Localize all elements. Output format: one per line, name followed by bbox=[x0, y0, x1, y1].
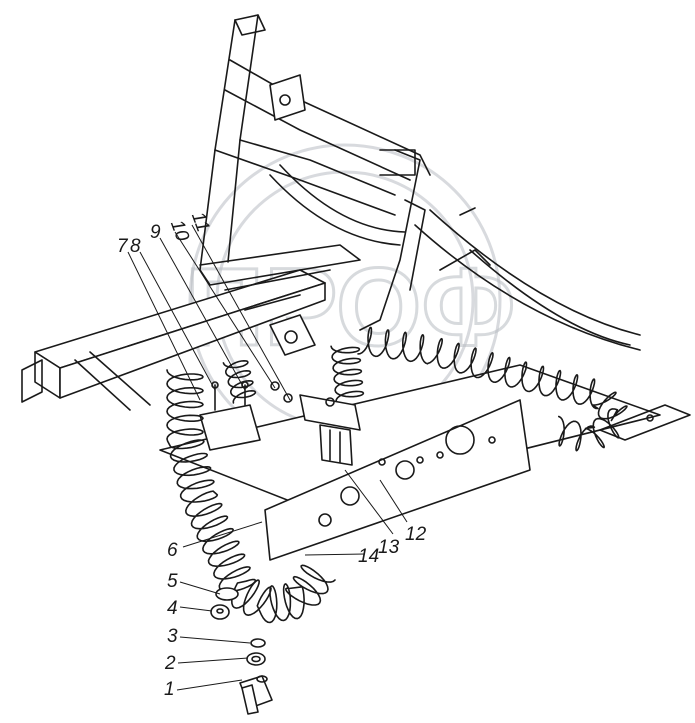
callout-1: 1 bbox=[164, 679, 175, 700]
callout-9: 9 bbox=[150, 222, 161, 243]
callout-3: 3 bbox=[167, 626, 178, 647]
part-3-washer bbox=[250, 638, 266, 648]
callout-8: 8 bbox=[130, 236, 141, 257]
cab-support-cradle bbox=[199, 14, 641, 356]
callout-6: 6 bbox=[167, 540, 178, 561]
exploded-parts bbox=[210, 587, 273, 715]
callout-12: 12 bbox=[405, 524, 427, 545]
frame-rail bbox=[21, 269, 326, 411]
callout-13: 13 bbox=[378, 537, 400, 558]
callout-labels: 1 2 3 4 5 6 7 8 9 10 11 12 13 14 bbox=[117, 209, 427, 700]
cross-member bbox=[159, 364, 691, 561]
callout-2: 2 bbox=[164, 653, 176, 674]
part-1-coupling-head bbox=[239, 675, 273, 715]
mounting-plate bbox=[199, 381, 293, 451]
coiled-hose bbox=[166, 326, 628, 624]
leader-lines bbox=[127, 224, 408, 691]
callout-14: 14 bbox=[358, 546, 379, 567]
callout-7: 7 bbox=[117, 236, 129, 257]
callout-5: 5 bbox=[167, 571, 178, 592]
callout-4: 4 bbox=[167, 598, 178, 619]
part-5-washer bbox=[215, 587, 239, 601]
